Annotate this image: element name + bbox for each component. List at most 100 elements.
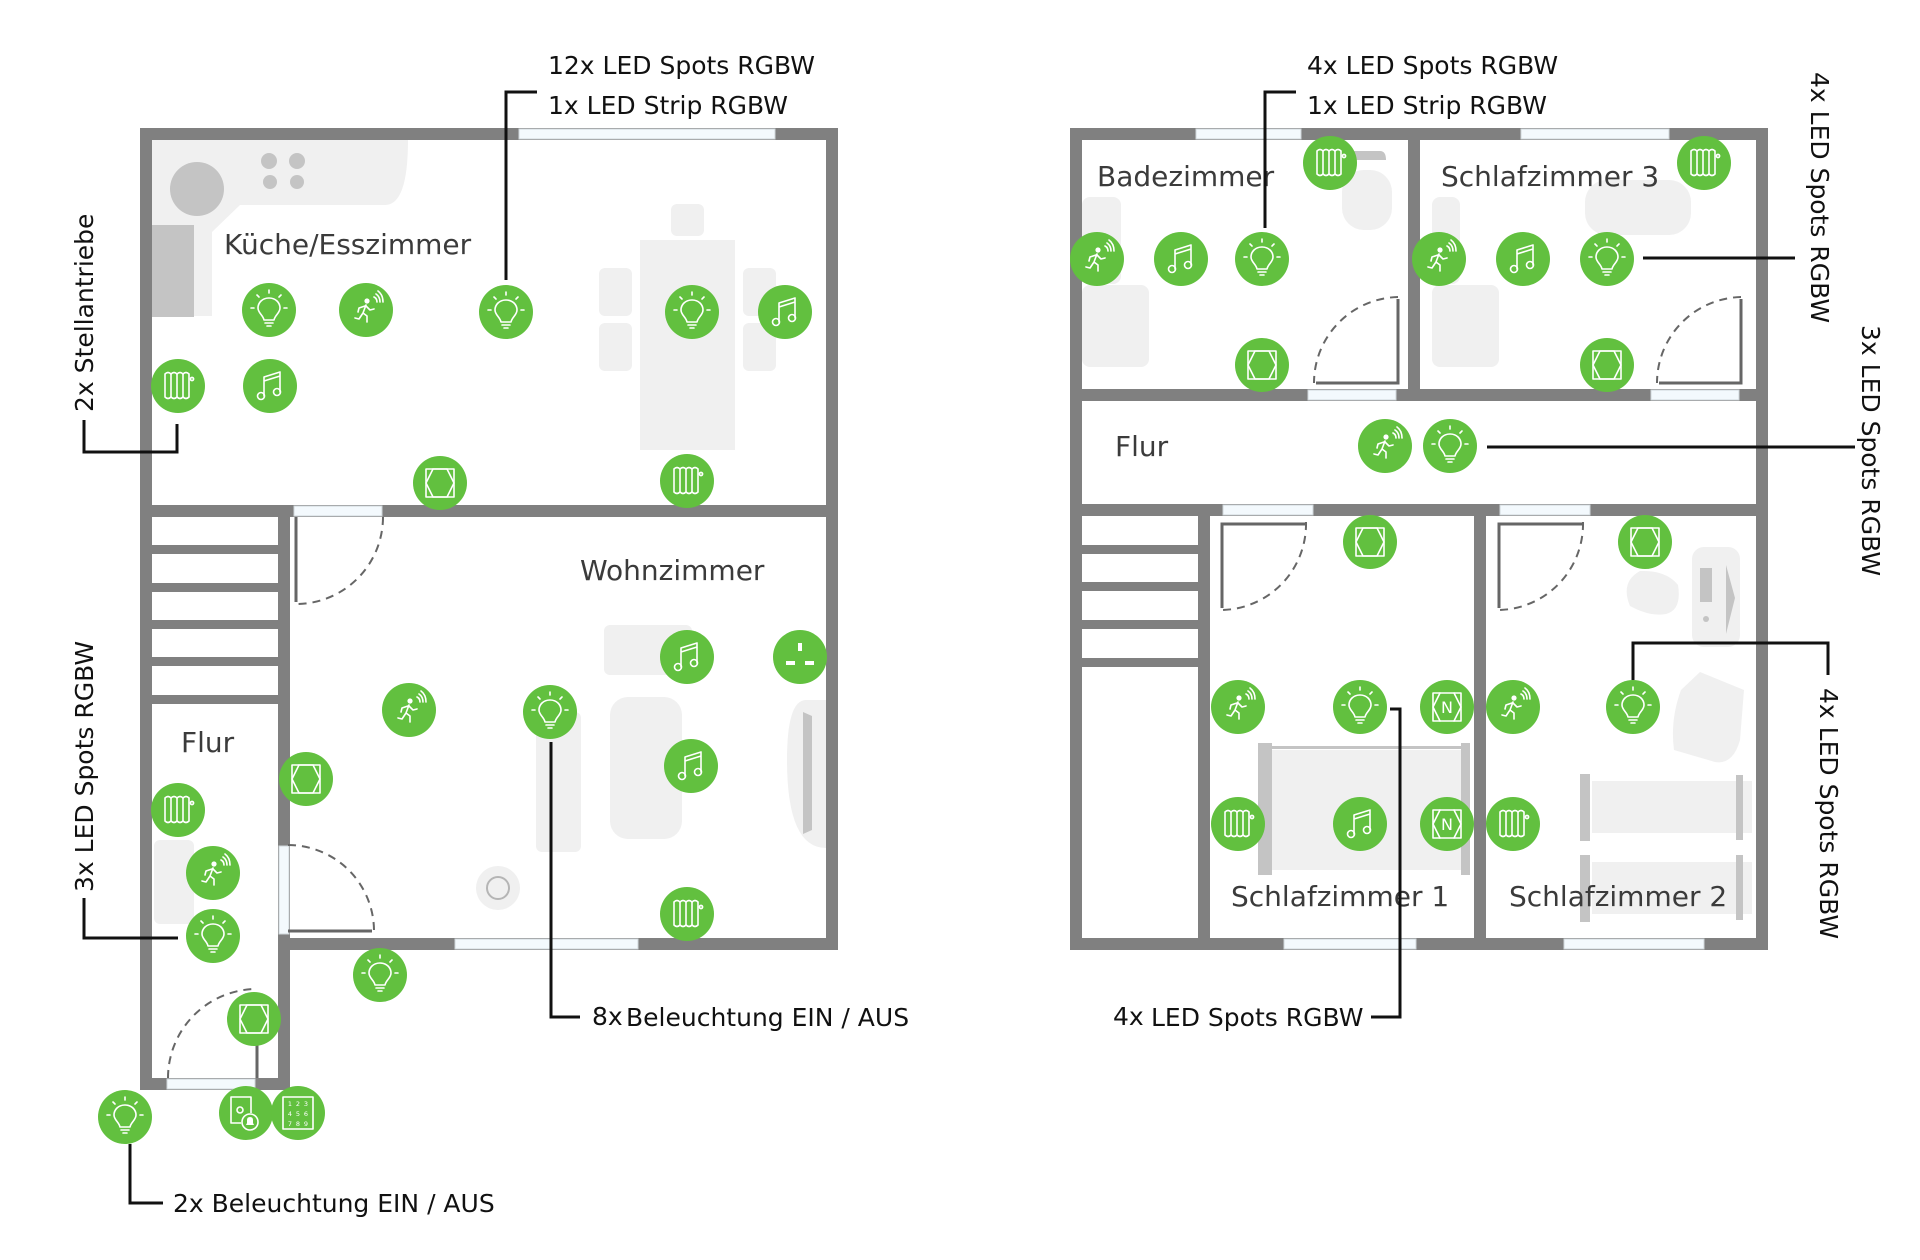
window (1195, 128, 1302, 140)
door-swing (167, 988, 258, 1079)
light-bulb-icon[interactable] (242, 283, 296, 337)
toilet-tank (1348, 151, 1386, 160)
music-speaker-icon[interactable] (1333, 797, 1387, 851)
keypad-digit: 4 (288, 1110, 292, 1118)
dining-chair (743, 323, 776, 371)
window-sensor-icon[interactable] (1343, 515, 1397, 569)
dining-chair (599, 268, 632, 316)
dining-chair (671, 393, 704, 425)
upper-floor-plan: Badezimmer Schlafzimmer 3 Flur Schlafzim… (1070, 51, 1885, 1032)
sz2-mouse (1703, 616, 1709, 622)
kitchen-sink (170, 162, 224, 216)
window (1307, 389, 1397, 401)
light-bulb-icon[interactable] (353, 948, 407, 1002)
room-label-flur: Flur (181, 726, 235, 759)
door-frame (278, 845, 290, 935)
sz2-bed-post (1580, 855, 1590, 922)
leader-line-kueche-spots (504, 90, 537, 280)
music-speaker-icon[interactable] (1496, 232, 1550, 286)
window-sensor-icon[interactable] (413, 456, 467, 510)
blind-sensor-icon[interactable] (1420, 680, 1474, 734)
wall (1082, 658, 1198, 667)
room-label-badezimmer: Badezimmer (1097, 160, 1275, 193)
light-bulb-icon[interactable] (1333, 680, 1387, 734)
music-speaker-icon[interactable] (243, 359, 297, 413)
light-bulb-icon[interactable] (1580, 232, 1634, 286)
callout-stellantriebe: 2x Stellantriebe (70, 214, 99, 412)
staircase (152, 545, 278, 666)
staircase (1082, 545, 1198, 629)
window (166, 1078, 256, 1090)
callout-flur-og-spots: 3x LED Spots RGBW (1856, 325, 1885, 576)
power-socket-icon[interactable] (773, 630, 827, 684)
light-bulb-icon[interactable] (186, 909, 240, 963)
keypad-digit: 1 (288, 1100, 292, 1108)
window (1222, 504, 1314, 516)
window-sensor-icon[interactable] (227, 992, 281, 1046)
sz2-monitor (1726, 565, 1735, 634)
music-speaker-icon[interactable] (660, 630, 714, 684)
door (1316, 299, 1400, 385)
stove-burner (290, 175, 304, 189)
window (293, 505, 383, 517)
motion-sensor-icon[interactable] (1486, 680, 1540, 734)
leader-line-stellantriebe (82, 420, 179, 454)
sz2-bed (1592, 781, 1752, 833)
radiator-icon[interactable] (151, 359, 205, 413)
doorbell-icon[interactable] (219, 1086, 273, 1140)
door-swing (1656, 296, 1742, 384)
callout-kueche-spots: 12x LED Spots RGBW (548, 51, 815, 80)
radiator-icon[interactable] (1677, 136, 1731, 190)
radiator-icon[interactable] (1303, 136, 1357, 190)
callout-kueche-strip: 1x LED Strip RGBW (548, 91, 788, 120)
window (1520, 128, 1670, 140)
radiator-icon[interactable] (660, 454, 714, 508)
room-label-schlafzimmer-3: Schlafzimmer 3 (1441, 160, 1659, 193)
leader-line-sz1 (1371, 707, 1402, 1019)
door-swing (295, 516, 384, 605)
motion-sensor-icon[interactable] (1070, 232, 1124, 286)
light-bulb-icon[interactable] (1423, 419, 1477, 473)
music-speaker-icon[interactable] (664, 739, 718, 793)
radiator-icon[interactable] (151, 783, 205, 837)
light-bulb-icon[interactable] (1235, 232, 1289, 286)
light-bulb-icon[interactable] (665, 285, 719, 339)
door (1220, 522, 1306, 608)
blind-sensor-icon[interactable] (1420, 797, 1474, 851)
motion-sensor-icon[interactable] (1412, 232, 1466, 286)
radiator-icon[interactable] (660, 887, 714, 941)
sz3-bed (1585, 180, 1691, 235)
motion-sensor-icon[interactable] (382, 683, 436, 737)
music-speaker-icon[interactable] (1154, 232, 1208, 286)
callout-wohnzimmer-text: Beleuchtung EIN / AUS (626, 1003, 909, 1032)
wall (152, 695, 278, 704)
motion-sensor-icon[interactable] (1211, 680, 1265, 734)
motion-sensor-icon[interactable] (1358, 419, 1412, 473)
window (1563, 938, 1705, 950)
light-bulb-icon[interactable] (1606, 680, 1660, 734)
window-sensor-icon[interactable] (1235, 338, 1289, 392)
leader-line-eingang (128, 1144, 163, 1205)
music-speaker-icon[interactable] (758, 285, 812, 339)
sz2-keyboard (1700, 568, 1712, 602)
window-sensor-icon[interactable] (279, 752, 333, 806)
leader-line-sz2 (1631, 641, 1830, 680)
light-bulb-icon[interactable] (98, 1090, 152, 1144)
room-label-schlafzimmer-2: Schlafzimmer 2 (1509, 880, 1727, 913)
keypad-digit: 3 (304, 1100, 308, 1108)
light-bulb-icon[interactable] (479, 285, 533, 339)
radiator-icon[interactable] (1211, 797, 1265, 851)
window-sensor-icon[interactable] (1580, 338, 1634, 392)
window (1283, 938, 1417, 950)
window-sensor-icon[interactable] (1618, 515, 1672, 569)
motion-sensor-icon[interactable] (186, 846, 240, 900)
radiator-icon[interactable] (1486, 797, 1540, 851)
wall (1474, 504, 1486, 950)
sz2-bed-post (1580, 774, 1590, 841)
motion-sensor-icon[interactable] (339, 283, 393, 337)
light-bulb-icon[interactable] (523, 685, 577, 739)
fridge (152, 225, 194, 317)
